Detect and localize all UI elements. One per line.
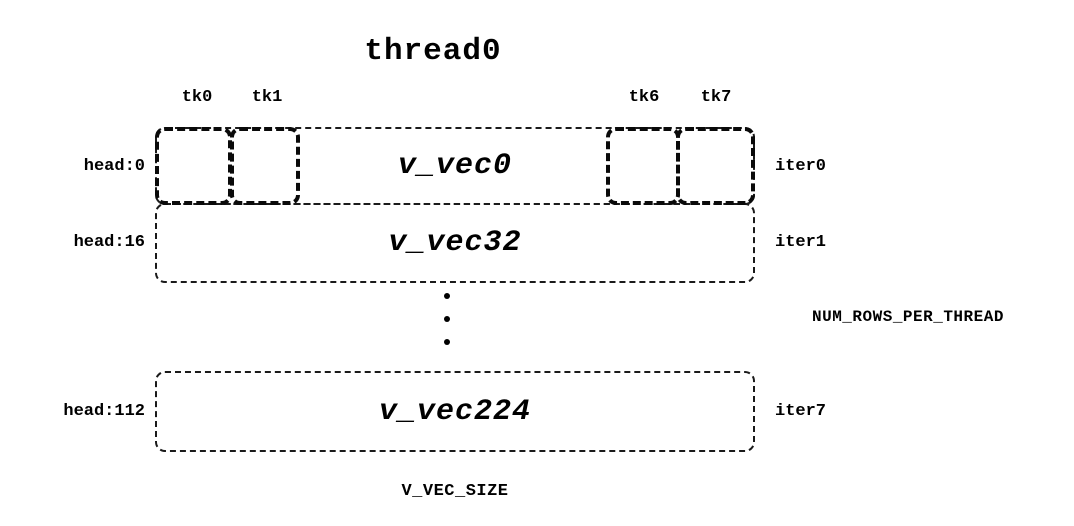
ellipsis-dot bbox=[444, 339, 450, 345]
v-vec224-label: v_vec224 bbox=[378, 394, 532, 429]
iter0-label: iter0 bbox=[775, 157, 827, 176]
vertical-ellipsis-icon bbox=[441, 293, 453, 345]
v-vec32-label: v_vec32 bbox=[388, 226, 522, 260]
tk1-label: tk1 bbox=[251, 88, 283, 107]
iter1-label: iter1 bbox=[775, 233, 827, 252]
ellipsis-dot bbox=[444, 293, 450, 299]
tk6-label: tk6 bbox=[628, 88, 660, 107]
iter7-label: iter7 bbox=[775, 402, 827, 421]
ellipsis-dot bbox=[444, 316, 450, 322]
tk0-box bbox=[155, 127, 232, 205]
head-0-label: head:0 bbox=[83, 157, 145, 176]
head-16-label: head:16 bbox=[73, 233, 145, 252]
tk7-box bbox=[676, 127, 755, 205]
vector-row-iter1: v_vec32 bbox=[155, 203, 755, 283]
v-vec-size-label: V_VEC_SIZE bbox=[401, 482, 509, 501]
vector-row-iter7: v_vec224 bbox=[155, 371, 755, 452]
vector-row-iter0: v_vec0 bbox=[155, 127, 755, 205]
tk7-label: tk7 bbox=[700, 88, 732, 107]
v-vec0-label: v_vec0 bbox=[397, 149, 513, 183]
head-112-label: head:112 bbox=[63, 402, 145, 421]
tk0-label: tk0 bbox=[181, 88, 213, 107]
num-rows-per-thread-label: NUM_ROWS_PER_THREAD bbox=[812, 308, 1004, 326]
tk1-box bbox=[230, 127, 300, 205]
tk6-box bbox=[606, 127, 680, 205]
diagram-title: thread0 bbox=[364, 34, 502, 69]
